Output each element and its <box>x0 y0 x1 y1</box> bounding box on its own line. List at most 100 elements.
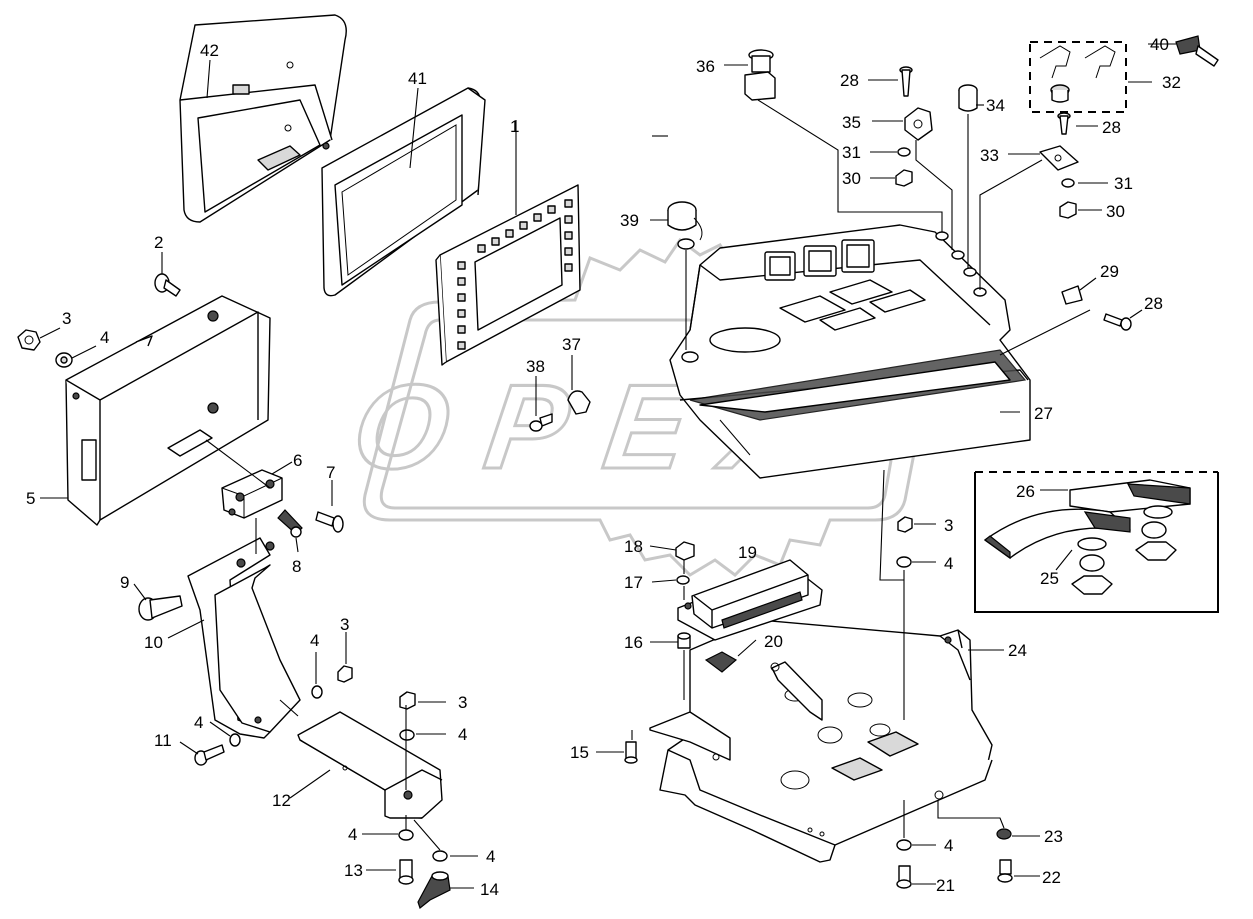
part-6-clamp-block[interactable] <box>221 469 283 519</box>
part-12-holder-bracket[interactable] <box>297 711 443 819</box>
part-34-knob[interactable] <box>958 84 978 112</box>
part-35-bracket[interactable] <box>904 107 933 141</box>
label-30-a: 30 <box>842 169 861 188</box>
part-27-console-cover[interactable] <box>669 224 1031 479</box>
label-8: 8 <box>292 557 301 576</box>
part-3-nut-arm[interactable] <box>337 665 353 683</box>
part-26-membrane-switch[interactable] <box>1069 479 1191 513</box>
part-3-nut-holder[interactable] <box>399 691 416 710</box>
leader-lines <box>39 43 1176 889</box>
label-28-b: 28 <box>1102 118 1121 137</box>
part-8-clamp-lever[interactable] <box>277 509 303 538</box>
label-26: 26 <box>1016 482 1035 501</box>
part-11-bolt[interactable] <box>194 744 225 766</box>
part-4-washer-arm-2[interactable] <box>311 685 323 699</box>
part-16-spacer[interactable] <box>677 632 691 649</box>
part-3-nut-base[interactable] <box>897 516 913 533</box>
label-4-f: 4 <box>486 847 495 866</box>
part-24-base-plate[interactable] <box>649 619 993 863</box>
label-29: 29 <box>1100 262 1119 281</box>
part-19-control-module[interactable] <box>677 559 823 641</box>
label-4-g: 4 <box>944 554 953 573</box>
part-31-washer-33[interactable] <box>1061 178 1075 188</box>
part-7-bolt[interactable] <box>315 511 344 533</box>
part-28-screw-35[interactable] <box>899 66 913 97</box>
parts-25-26-inset[interactable] <box>974 471 1219 613</box>
label-11: 11 <box>154 731 172 750</box>
part-20-relay[interactable] <box>704 651 738 673</box>
label-5: 5 <box>26 489 35 508</box>
label-25: 25 <box>1040 569 1059 588</box>
part-14-knob[interactable] <box>417 871 451 910</box>
part-30-nut-33[interactable] <box>1059 201 1077 219</box>
label-35: 35 <box>842 113 861 132</box>
label-12: 12 <box>272 791 291 810</box>
part-4-washer-arm[interactable] <box>229 733 241 747</box>
part-21-bolt[interactable] <box>896 865 912 889</box>
label-28-c: 28 <box>1144 294 1163 313</box>
label-21: 21 <box>936 876 955 895</box>
part-25-membrane-switch[interactable] <box>984 508 1131 560</box>
part-31-washer-35[interactable] <box>897 147 911 157</box>
label-4-e: 4 <box>348 825 357 844</box>
label-37: 37 <box>562 335 581 354</box>
label-31-b: 31 <box>1114 174 1133 193</box>
label-4-b: 4 <box>310 631 319 650</box>
label-4-c: 4 <box>194 713 203 732</box>
part-2-bolt[interactable] <box>154 273 181 297</box>
part-5-mounting-bracket[interactable] <box>65 295 271 526</box>
part-4-washer-base[interactable] <box>896 556 912 568</box>
label-30-b: 30 <box>1106 202 1125 221</box>
label-4-a: 4 <box>100 328 109 347</box>
label-2: 2 <box>154 233 163 252</box>
label-23: 23 <box>1044 827 1063 846</box>
part-42-bezel-housing[interactable] <box>179 14 347 223</box>
label-40: 40 <box>1150 35 1169 54</box>
label-22: 22 <box>1042 868 1061 887</box>
part-18-nut[interactable] <box>675 541 695 561</box>
part-1-display-unit[interactable] <box>435 184 581 366</box>
part-29-clip[interactable] <box>1061 285 1083 305</box>
part-30-nut-35[interactable] <box>895 169 913 187</box>
part-4-washer[interactable] <box>55 352 73 368</box>
label-3-b: 3 <box>340 615 349 634</box>
part-33-plate[interactable] <box>1039 145 1079 171</box>
part-13-bolt[interactable] <box>398 859 414 885</box>
part-15-bolt[interactable] <box>624 741 638 764</box>
label-34: 34 <box>986 96 1005 115</box>
part-40-key[interactable] <box>1175 35 1219 67</box>
part-28-screw-33[interactable] <box>1057 112 1071 135</box>
part-22-bolt[interactable] <box>997 859 1013 883</box>
part-10-support-arm[interactable] <box>187 537 301 739</box>
part-36-switch[interactable] <box>744 49 776 101</box>
label-39: 39 <box>620 211 639 230</box>
label-18: 18 <box>624 537 643 556</box>
part-38-screw[interactable] <box>529 413 553 432</box>
part-28-screw-29[interactable] <box>1103 313 1132 331</box>
label-14: 14 <box>480 880 499 899</box>
part-37-clamp[interactable] <box>567 390 591 415</box>
part-4-washer-holder[interactable] <box>399 729 415 741</box>
part-32-key-set[interactable] <box>1029 41 1127 113</box>
part-17-washer[interactable] <box>676 575 690 585</box>
label-20: 20 <box>764 632 783 651</box>
part-23-washer[interactable] <box>996 828 1012 840</box>
label-42: 42 <box>200 41 219 60</box>
part-41-display-frame[interactable] <box>321 87 486 297</box>
label-4-h: 4 <box>944 836 953 855</box>
label-19: 19 <box>738 543 757 562</box>
label-7: 7 <box>326 463 335 482</box>
part-39-socket[interactable] <box>667 201 703 250</box>
label-32: 32 <box>1162 73 1181 92</box>
label-13: 13 <box>344 861 363 880</box>
part-3-nut[interactable] <box>17 329 41 351</box>
label-16: 16 <box>624 633 643 652</box>
label-24: 24 <box>1008 641 1027 660</box>
label-36: 36 <box>696 57 715 76</box>
part-4-washer-base-lower[interactable] <box>896 839 912 851</box>
part-4-washer-knob[interactable] <box>432 850 448 862</box>
part-4-washer-holder-lower[interactable] <box>398 829 414 841</box>
part-9-pin[interactable] <box>138 595 183 621</box>
label-10: 10 <box>144 633 163 652</box>
label-28-a: 28 <box>840 71 859 90</box>
